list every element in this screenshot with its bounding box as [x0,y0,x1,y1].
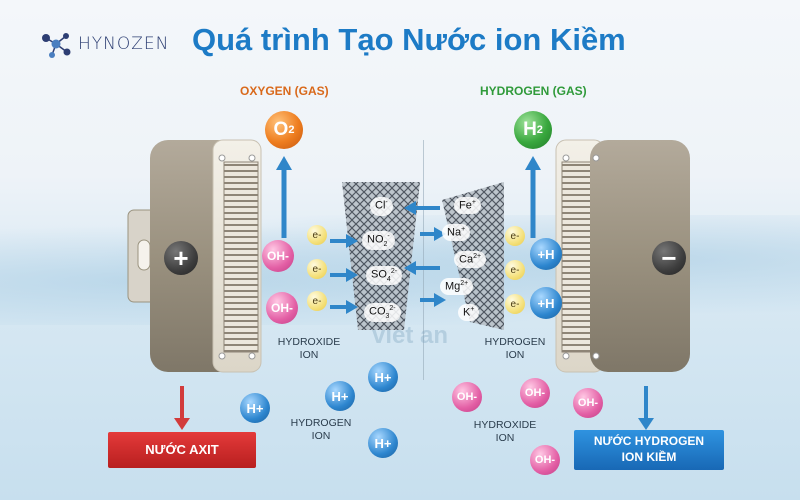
hydrogen-subscript: 2 [536,124,543,136]
electron: e- [307,259,327,279]
hydroxide-ion-ball: OH- [266,292,298,324]
brand-logo: HYNOZEN [38,28,169,60]
electron: e- [505,260,525,280]
oxygen-symbol: O [273,119,289,140]
hydroxide-ion-label-bottom: HYDROXIDE ION [473,419,537,444]
hydroxide-ion-label: HYDROXIDE ION [277,336,341,361]
cation-chip: Fe+ [454,197,481,214]
hydrogen-gas-label: HYDROGEN (GAS) [480,84,587,98]
hydrogen-symbol: H [523,119,537,140]
cathode-sign: − [652,241,686,275]
cation-chip: Ca2+ [454,251,487,268]
hydroxide-ion-ball: OH- [530,445,560,475]
oxygen-subscript: 2 [288,124,295,136]
cation-chip: Na+ [442,224,471,241]
hydrogen-ion-label-bottom: HYDROGEN ION [290,417,352,442]
hydrogen-ion-ball: H+ [325,381,355,411]
page-title: Quá trình Tạo Nước ion Kiềm [192,22,626,57]
center-divider [423,140,424,380]
molecule-icon [42,33,71,58]
hydrogen-ion-label: HYDROGEN ION [484,336,546,361]
anion-chip: NO2- [362,231,395,250]
hydrogen-ion-ball: H+ [368,428,398,458]
hydrogen-ion-ball: +H [530,238,562,270]
hydrogen-ion-ball: H+ [240,393,270,423]
electron: e- [307,291,327,311]
ion-migration-arrows [330,201,446,314]
anion-chip: CO32- [364,303,401,322]
cation-chip: Mg2+ [440,278,474,295]
hydrogen-ion-ball: H+ [368,362,398,392]
left-membrane-mesh [342,182,420,330]
acid-water-box: NƯỚC AXIT [108,432,256,468]
cation-chip: K+ [458,304,480,321]
anion-chip: Cl- [370,197,393,216]
hydroxide-ion-ball: OH- [573,388,603,418]
hydrogen-ion-ball: +H [530,287,562,319]
anion-chip: SO42- [366,266,403,285]
hydroxide-ion-ball: OH- [452,382,482,412]
anode-housing [127,139,262,373]
oxygen-gas-label: OXYGEN (GAS) [240,84,329,98]
anode-sign: + [164,241,198,275]
cathode-housing [555,139,690,373]
electron: e- [307,225,327,245]
electron: e- [505,294,525,314]
alkaline-water-box: NƯỚC HYDROGEN ION KIỀM [574,430,724,470]
hydroxide-ion-ball: OH- [520,378,550,408]
hydroxide-ion-ball: OH- [262,240,294,272]
brand-name: HYNOZEN [78,34,170,54]
electron: e- [505,226,525,246]
